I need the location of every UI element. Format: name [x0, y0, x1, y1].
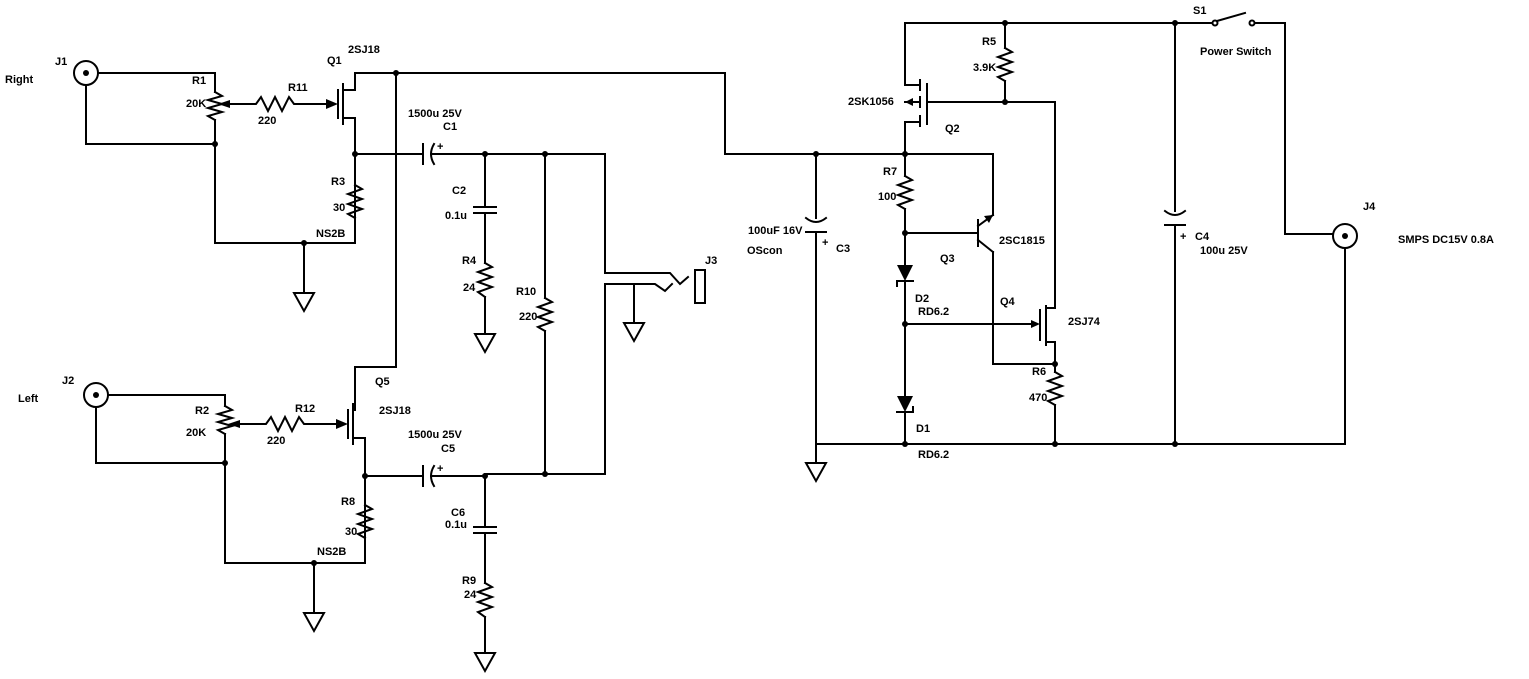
- q4-label: Q4: [1000, 296, 1016, 308]
- r9-label: R9: [462, 575, 476, 587]
- r2-potentiometer: [214, 404, 236, 436]
- q5-transistor: [347, 403, 366, 564]
- c3-label: C3: [836, 243, 850, 255]
- r1-label: R1: [192, 75, 206, 87]
- r6-value: 470: [1029, 392, 1047, 404]
- r12-label: R12: [295, 403, 315, 415]
- r7-value: 100: [878, 191, 896, 203]
- r8-label: R8: [341, 496, 355, 508]
- r10-label: R10: [516, 286, 536, 298]
- r2-label: R2: [195, 405, 209, 417]
- r3-value: 30: [333, 202, 345, 214]
- r1-potentiometer: [204, 90, 226, 122]
- ns2b-top-label: NS2B: [316, 228, 345, 240]
- c2-label: C2: [452, 185, 466, 197]
- r5-resistor: [995, 46, 1015, 83]
- q3-label: Q3: [940, 253, 955, 265]
- r9-value: 24: [464, 589, 477, 601]
- q4-mosfet: [904, 305, 1056, 373]
- c3-value: 100uF 16V: [748, 225, 803, 237]
- r10-value: 220: [519, 311, 537, 323]
- svg-text:+: +: [437, 463, 443, 475]
- j4-label: J4: [1363, 201, 1376, 213]
- r4-resistor: [475, 261, 495, 299]
- j1-jack: [73, 60, 99, 86]
- power-switch-label: Power Switch: [1200, 46, 1272, 58]
- right-label: Right: [5, 74, 33, 86]
- left-label: Left: [18, 393, 39, 405]
- c3-type: OScon: [747, 245, 783, 257]
- r8-resistor: [355, 503, 375, 540]
- svg-text:+: +: [437, 141, 443, 153]
- svg-text:+: +: [1180, 231, 1186, 243]
- q4-type: 2SJ74: [1068, 316, 1101, 328]
- q2-mosfet: [904, 22, 1006, 155]
- r6-label: R6: [1032, 366, 1046, 378]
- r7-label: R7: [883, 166, 897, 178]
- j4-dc-input-jack: [1332, 223, 1358, 249]
- q1-label: Q1: [327, 55, 342, 67]
- q2-label: Q2: [945, 123, 960, 135]
- power-supply: +: [804, 11, 1358, 484]
- c5-value: 1500u 25V: [408, 429, 462, 441]
- smps-label: SMPS DC15V 0.8A: [1398, 234, 1494, 246]
- c4-value: 100u 25V: [1200, 245, 1248, 257]
- ns2b-bot-label: NS2B: [317, 546, 346, 558]
- output-section: [354, 70, 906, 475]
- q1-type: 2SJ18: [348, 44, 380, 56]
- c1-label: C1: [443, 121, 457, 133]
- c6-value: 0.1u: [445, 519, 467, 531]
- r4-label: R4: [462, 255, 477, 267]
- r4-value: 24: [463, 282, 476, 294]
- r10-resistor: [535, 296, 555, 333]
- j2-jack: [83, 382, 109, 408]
- left-channel: +: [83, 382, 606, 674]
- right-channel: +: [73, 60, 606, 355]
- d1-label: D1: [916, 423, 930, 435]
- r11-label: R11: [288, 82, 308, 94]
- r9-resistor: [475, 581, 495, 619]
- svg-text:+: +: [822, 237, 828, 249]
- j3-jack: [694, 269, 706, 304]
- q3-transistor: [904, 153, 1056, 365]
- d1-zener: [896, 396, 914, 413]
- d2-type: RD6.2: [918, 306, 949, 318]
- ground-symbol: [292, 292, 316, 314]
- q3-type: 2SC1815: [999, 235, 1045, 247]
- c4-label: C4: [1195, 231, 1210, 243]
- r3-label: R3: [331, 176, 345, 188]
- c5-label: C5: [441, 443, 455, 455]
- d1-type: RD6.2: [918, 449, 949, 461]
- r2-value: 20K: [186, 427, 206, 439]
- r5-label: R5: [982, 36, 996, 48]
- q2-type: 2SK1056: [848, 96, 894, 108]
- component-labels: J1 Right R1 20K R11 220 Q1 2SJ18 1500u 2…: [5, 5, 1494, 601]
- q5-type: 2SJ18: [379, 405, 411, 417]
- d2-label: D2: [915, 293, 929, 305]
- c1-value: 1500u 25V: [408, 108, 462, 120]
- r11-value: 220: [258, 115, 276, 127]
- j3-label: J3: [705, 255, 717, 267]
- c2-value: 0.1u: [445, 210, 467, 222]
- r3-resistor: [345, 183, 365, 220]
- s1-power-switch: [1174, 11, 1334, 235]
- j2-label: J2: [62, 375, 74, 387]
- r8-value: 30: [345, 526, 357, 538]
- r5-value: 3.9K: [973, 62, 996, 74]
- r1-value: 20K: [186, 98, 206, 110]
- q5-label: Q5: [375, 376, 390, 388]
- r7-resistor: [895, 174, 915, 211]
- r12-value: 220: [267, 435, 285, 447]
- s1-label: S1: [1193, 5, 1206, 17]
- c6-label: C6: [451, 507, 465, 519]
- j1-label: J1: [55, 56, 67, 68]
- r6-resistor: [1045, 370, 1065, 407]
